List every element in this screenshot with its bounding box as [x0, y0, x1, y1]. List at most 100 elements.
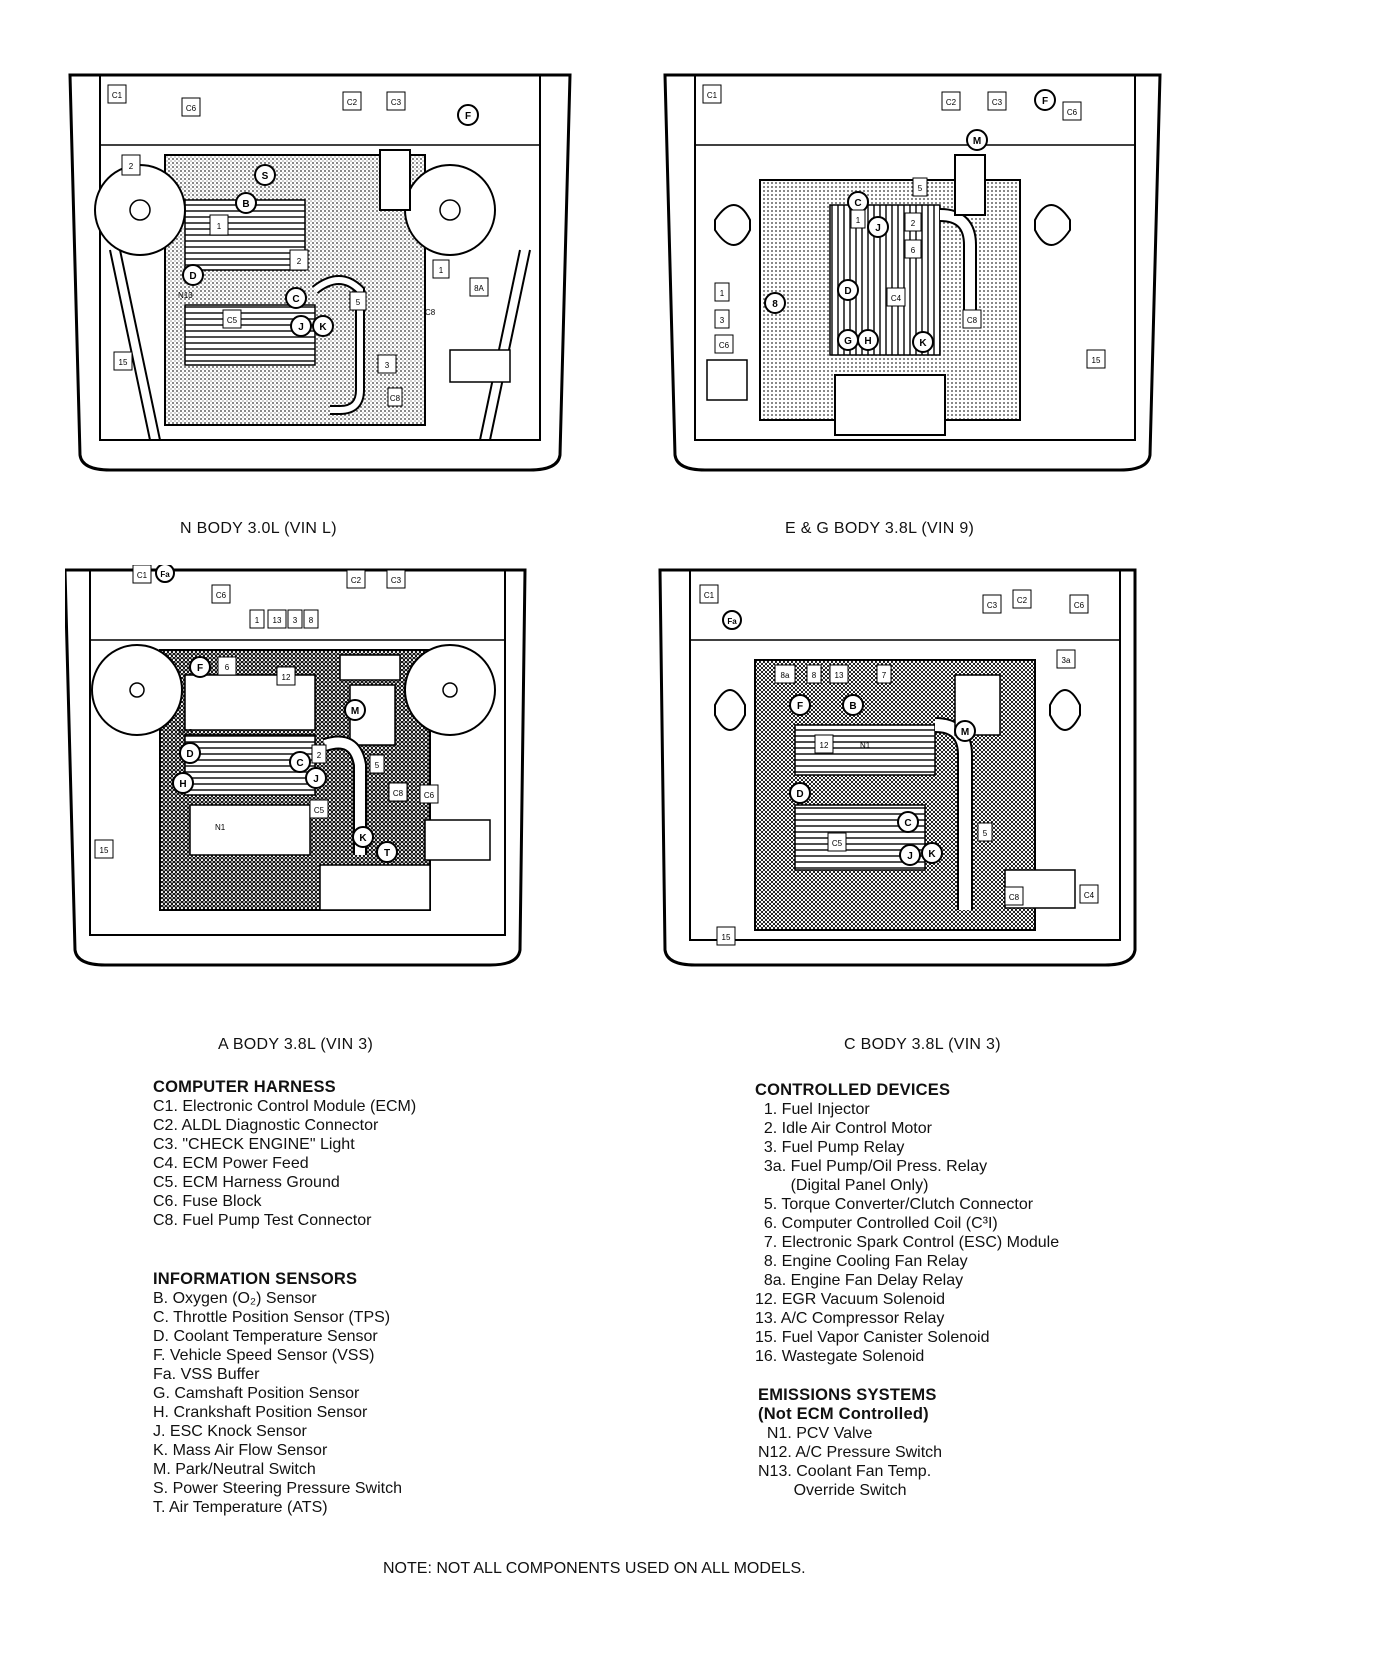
eg-body-engine-bay: C1 C2 C3 F C6 M C J 1 2 8 D 6 C4 K G H 5 [663, 73, 1162, 472]
legend-item: S. Power Steering Pressure Switch [153, 1480, 402, 1497]
caption-n-body: N BODY 3.0L (VIN L) [180, 520, 337, 537]
caption-eg-body: E & G BODY 3.8L (VIN 9) [785, 520, 975, 537]
label: K [319, 322, 327, 333]
label: C5 [832, 839, 843, 848]
legend-item: 6. Computer Controlled Coil (C³I) [755, 1215, 998, 1232]
legend-item: 1. Fuel Injector [755, 1101, 870, 1118]
label: 15 [722, 933, 731, 942]
legend-item: N12. A/C Pressure Switch [758, 1444, 943, 1461]
label: M [351, 706, 359, 717]
legend-controlled-devices: CONTROLLED DEVICES 1. Fuel Injector 2. I… [755, 1081, 1059, 1366]
label: C6 [424, 791, 435, 800]
legend-title: CONTROLLED DEVICES [755, 1081, 951, 1099]
label: G [844, 336, 852, 347]
label: C8 [425, 308, 436, 317]
legend-item: C. Throttle Position Sensor (TPS) [153, 1309, 391, 1326]
diagram-eg-body: C1 C2 C3 F C6 M C J 1 2 8 D 6 C4 K G H 5 [655, 70, 1175, 510]
label: F [465, 111, 471, 122]
legend-item: B. Oxygen (O₂) Sensor [153, 1290, 317, 1307]
label: Fa [160, 570, 170, 579]
label: 5 [375, 761, 380, 770]
label: 12 [820, 741, 829, 750]
label: 1 [439, 266, 444, 275]
label: J [298, 322, 304, 333]
label: F [197, 663, 203, 674]
a-body-engine-bay: C1 Fa C6 C2 C3 1 13 3 8 F 6 12 N13 D H C… [65, 565, 527, 967]
legend-item: C3. "CHECK ENGINE" Light [153, 1136, 355, 1153]
legend-item: 12. EGR Vacuum Solenoid [755, 1291, 946, 1308]
legend-item: H. Crankshaft Position Sensor [153, 1404, 368, 1421]
label: 5 [918, 184, 923, 193]
label: 15 [100, 846, 109, 855]
label: J [313, 774, 319, 785]
label: 2 [317, 751, 322, 760]
label: C6 [216, 591, 227, 600]
label: 6 [225, 663, 230, 672]
label: C6 [1067, 108, 1078, 117]
label: 3 [720, 316, 725, 325]
legend-item: 5. Torque Converter/Clutch Connector [755, 1196, 1034, 1213]
caption-c-body: C BODY 3.8L (VIN 3) [844, 1036, 1001, 1053]
label: C2 [347, 98, 358, 107]
label: 8 [812, 671, 817, 680]
label: C4 [891, 294, 902, 303]
label: 2 [297, 257, 302, 266]
label: N1 [860, 741, 871, 750]
label: C3 [391, 576, 402, 585]
label: 3a [1062, 656, 1071, 665]
label: C [854, 198, 861, 209]
label: C3 [992, 98, 1003, 107]
label: D [189, 271, 196, 282]
label: C5 [227, 316, 238, 325]
label: M [961, 727, 969, 738]
label: 1 [856, 216, 861, 225]
label: D [186, 749, 193, 760]
label: C6 [719, 341, 730, 350]
legend-item: M. Park/Neutral Switch [153, 1461, 316, 1478]
label: 8 [772, 299, 778, 310]
label: C [292, 294, 299, 305]
caption-a-body: A BODY 3.8L (VIN 3) [218, 1036, 374, 1053]
label: N1 [215, 823, 226, 832]
label: C2 [946, 98, 957, 107]
legend-emissions-systems: EMISSIONS SYSTEMS (Not ECM Controlled) N… [758, 1386, 942, 1500]
label: 3 [293, 616, 298, 625]
legend-item: 2. Idle Air Control Motor [755, 1120, 932, 1137]
label: B [849, 701, 856, 712]
legend-item: 3a. Fuel Pump/Oil Press. Relay [755, 1158, 988, 1175]
legend-item: G. Camshaft Position Sensor [153, 1385, 360, 1402]
label: 8 [309, 616, 314, 625]
label: 2 [129, 162, 134, 171]
legend-item: T. Air Temperature (ATS) [153, 1499, 328, 1516]
legend-item: C2. ALDL Diagnostic Connector [153, 1117, 379, 1134]
label: 7 [882, 671, 887, 680]
legend-item: 16. Wastegate Solenoid [755, 1348, 925, 1365]
label: H [179, 779, 186, 790]
label: K [919, 338, 927, 349]
label: C1 [112, 91, 123, 100]
footnote: NOTE: NOT ALL COMPONENTS USED ON ALL MOD… [383, 1560, 806, 1577]
diagram-c-body: C1 Fa C3 C2 C6 3a 8a 8 13 7 F B M 12 N1 … [655, 565, 1175, 1005]
legend-item: N1. PCV Valve [758, 1425, 873, 1442]
label: 13 [835, 671, 844, 680]
label: F [797, 701, 803, 712]
label: 3 [385, 361, 390, 370]
n-body-engine-bay: 15 C1 C6 C2 C3 F S B 1 2 2 D N13 C C5 J … [68, 73, 572, 472]
legend-item: C1. Electronic Control Module (ECM) [153, 1098, 417, 1115]
legend-item: 7. Electronic Spark Control (ESC) Module [755, 1234, 1060, 1251]
legend-item: J. ESC Knock Sensor [153, 1423, 307, 1440]
label: D [796, 789, 803, 800]
label: D [844, 286, 851, 297]
label: 1 [720, 289, 725, 298]
label: C3 [987, 601, 998, 610]
label: Fa [727, 617, 737, 626]
legend-item: N13. Coolant Fan Temp. [758, 1463, 932, 1480]
legend-title: EMISSIONS SYSTEMS [758, 1386, 937, 1404]
label: N13 [178, 291, 193, 300]
legend-item: 15. Fuel Vapor Canister Solenoid [755, 1329, 990, 1346]
label: 1 [255, 616, 260, 625]
label: 13 [273, 616, 282, 625]
label: C2 [351, 576, 362, 585]
legend-item: C8. Fuel Pump Test Connector [153, 1212, 372, 1229]
legend-item: C4. ECM Power Feed [153, 1155, 309, 1172]
